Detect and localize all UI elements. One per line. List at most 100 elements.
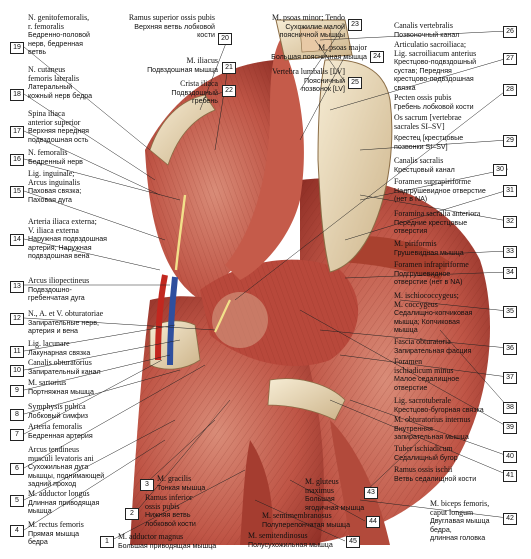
label-obturator-nerve-artery-vein: N., A. et V. obturatoriae Запирательные … <box>28 309 104 336</box>
vertebral-canal <box>299 27 333 53</box>
number-box-30: 30 <box>493 164 507 176</box>
number-box-8: 8 <box>10 409 24 421</box>
sacrum <box>317 59 393 273</box>
number-box-21: 21 <box>222 62 236 74</box>
label-inguinal-ligament: Lig. inguinale;Arcus inguinalis Паховая … <box>28 169 82 204</box>
number-box-1: 1 <box>100 536 114 548</box>
semitendinosus <box>240 440 273 545</box>
number-box-39: 39 <box>503 422 517 434</box>
femoral-nerve <box>174 194 187 271</box>
obturator-nerve <box>214 299 231 333</box>
number-box-13: 13 <box>10 281 24 293</box>
biceps-femoris <box>330 420 390 545</box>
number-box-26: 26 <box>503 26 517 38</box>
psoas-major <box>225 40 304 280</box>
ischial-ramus <box>267 378 346 421</box>
number-box-24: 24 <box>370 51 384 63</box>
pubic-bone <box>149 320 201 370</box>
number-box-11: 11 <box>10 346 24 358</box>
label-biceps-femoris: M. biceps femoris,caput longum Двуглавая… <box>430 499 490 543</box>
number-box-15: 15 <box>10 186 24 198</box>
number-box-12: 12 <box>10 313 24 325</box>
number-box-28: 28 <box>503 84 517 96</box>
number-box-4: 4 <box>10 525 24 537</box>
number-box-23: 23 <box>348 19 362 31</box>
number-box-5: 5 <box>10 495 24 507</box>
number-box-44: 44 <box>366 516 380 528</box>
label-suprapiriform-foramen: Foramen suprapiriforme Надгрушевидное от… <box>394 177 486 204</box>
number-box-14: 14 <box>10 234 24 246</box>
number-box-33: 33 <box>503 246 517 258</box>
number-box-43: 43 <box>364 487 378 499</box>
number-box-45: 45 <box>346 536 360 548</box>
number-box-36: 36 <box>503 343 517 355</box>
number-box-42: 42 <box>503 513 517 525</box>
number-box-41: 41 <box>503 470 517 482</box>
number-box-32: 32 <box>503 216 517 228</box>
label-iliopectineal-arch: Arcus iliopectineus Подвздошно-гребенчат… <box>28 276 90 303</box>
number-box-19: 19 <box>10 42 24 54</box>
number-box-3: 3 <box>140 479 154 491</box>
number-box-37: 37 <box>503 372 517 384</box>
label-superior-pubic-ramus: Ramus superior ossis pubis Верхняя ветвь… <box>128 13 215 40</box>
label-coccygeus: M. ischiococcygeus;M. coccygeus Седалищн… <box>394 291 473 335</box>
label-external-iliac-vessels: Arteria iliaca externa;V. iliaca externa… <box>28 217 108 261</box>
leader-lines <box>23 23 509 542</box>
label-anterior-sacral-foramina: Foramina sacralia anteriora Передние кре… <box>394 209 481 236</box>
number-box-6: 6 <box>10 463 24 475</box>
number-box-29: 29 <box>503 135 517 147</box>
number-box-7: 7 <box>10 429 24 441</box>
number-box-17: 17 <box>10 126 24 138</box>
number-box-35: 35 <box>503 306 517 318</box>
number-box-22: 22 <box>222 85 236 97</box>
number-box-18: 18 <box>10 89 24 101</box>
number-box-25: 25 <box>348 77 362 89</box>
femoral-artery <box>155 274 168 361</box>
number-box-10: 10 <box>10 365 24 377</box>
number-box-20: 20 <box>218 33 232 45</box>
label-genitofemoral-nerve: N. genitofemoralis,r. femoralis Бедренно… <box>28 13 91 57</box>
ilium-cut <box>149 94 216 166</box>
number-box-27: 27 <box>503 53 517 65</box>
femoral-vein <box>167 276 178 366</box>
number-box-38: 38 <box>503 402 517 414</box>
number-box-34: 34 <box>503 267 517 279</box>
number-box-9: 9 <box>10 385 24 397</box>
